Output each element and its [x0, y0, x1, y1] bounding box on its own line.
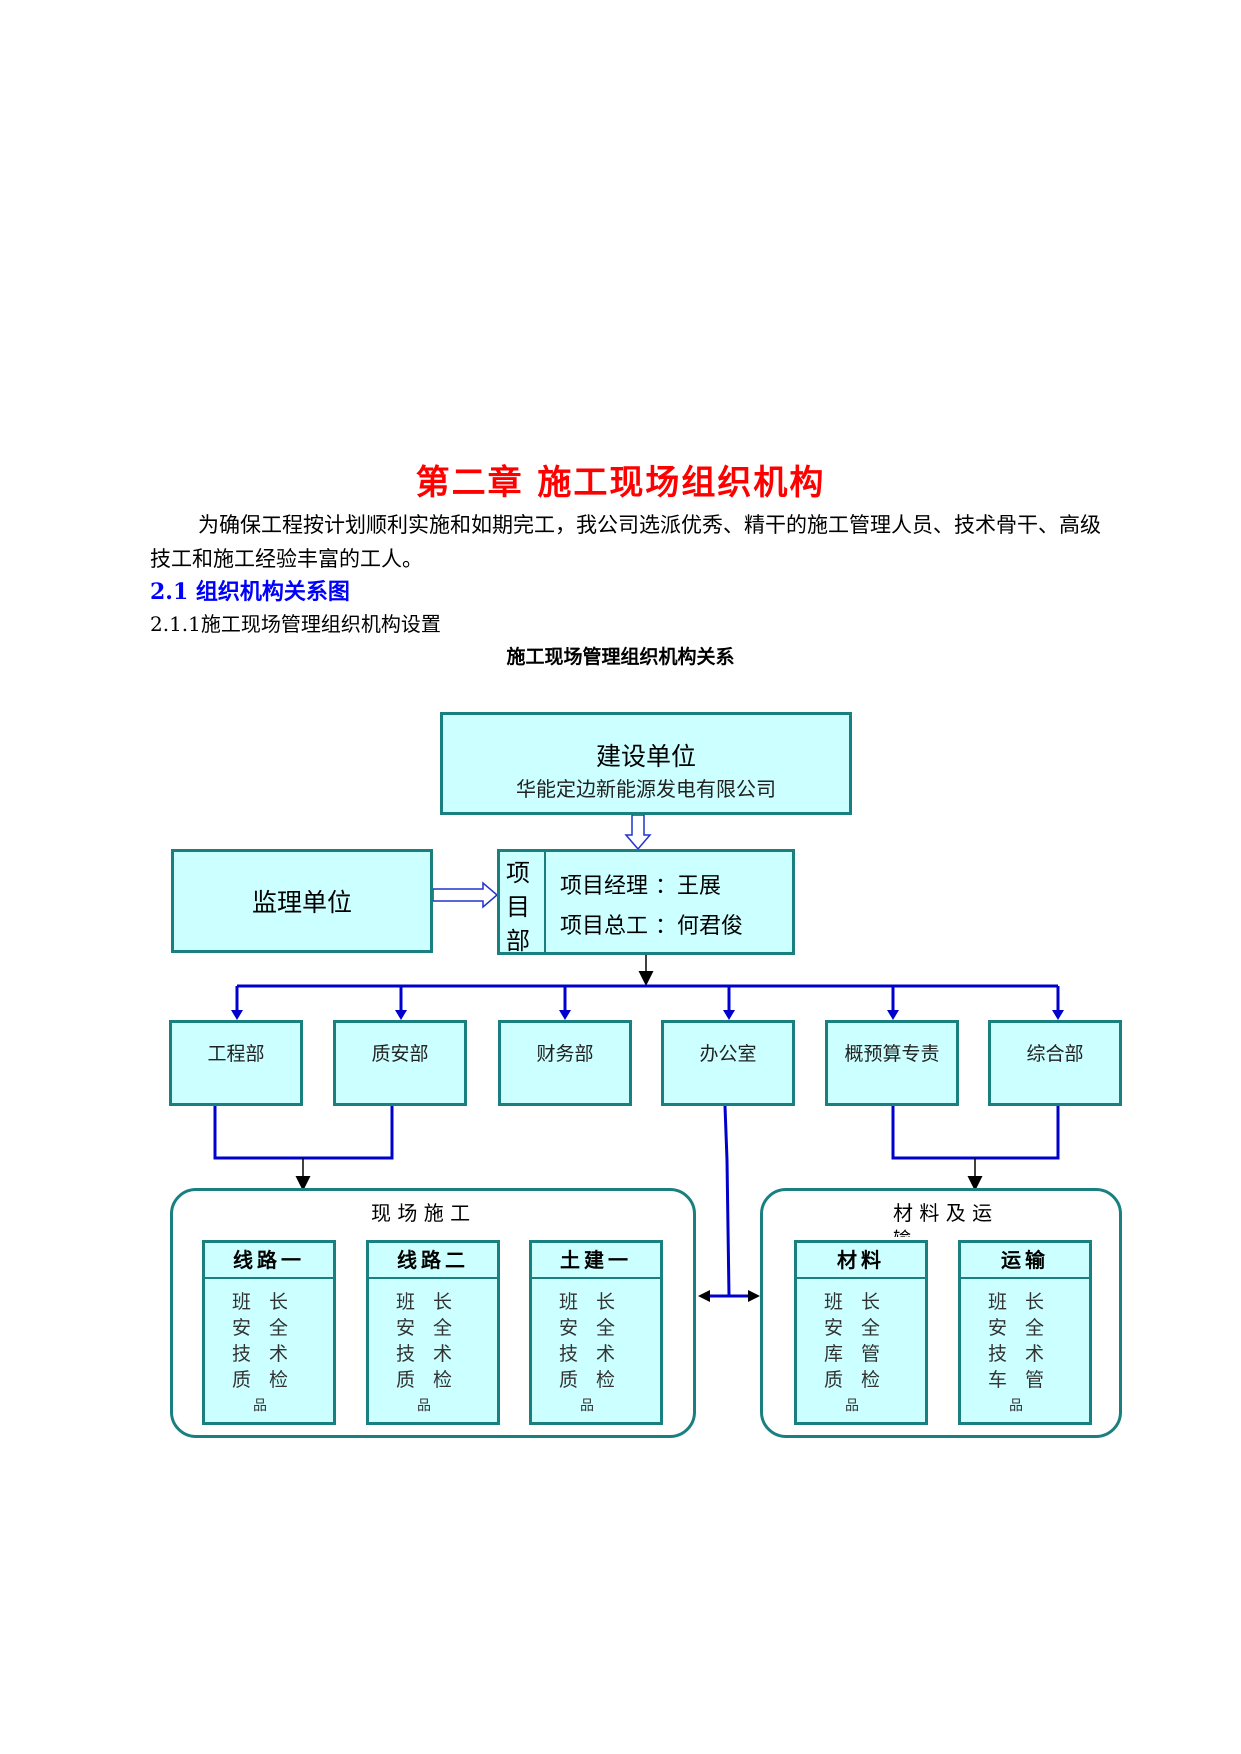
team-line-2: 线路二 班长 安全 技术 质检 品	[366, 1240, 500, 1425]
team-line-2-name: 线路二	[369, 1243, 497, 1279]
subsection-heading: 2.1.1施工现场管理组织机构设置	[150, 612, 441, 636]
team-materials-role: 安全	[823, 1317, 898, 1339]
dept-general: 综合部	[988, 1020, 1122, 1106]
dept-engineering: 工程部	[169, 1020, 303, 1106]
team-line-2-role: 品	[417, 1398, 449, 1414]
owner-company: 华能定边新能源发电有限公司	[516, 777, 776, 801]
team-civil-1-role: 品	[580, 1398, 612, 1414]
material-merge-line	[891, 1106, 1060, 1160]
project-chief-engineer: 项目总工 ：何君俊	[560, 914, 743, 939]
office-right-arrow	[748, 1290, 760, 1302]
project-dept-label: 项目部	[506, 859, 530, 955]
team-transport-role: 品	[1009, 1398, 1041, 1414]
team-materials-role: 库管	[823, 1343, 898, 1365]
office-left-arrow	[698, 1290, 710, 1302]
chapter-title: 第二章 施工现场组织机构	[415, 463, 826, 503]
dept-general-label: 综合部	[1026, 1043, 1084, 1065]
project-dept-divider	[544, 852, 546, 952]
team-materials-name: 材料	[797, 1243, 925, 1279]
team-civil-1-name: 土建一	[532, 1243, 660, 1279]
supervisor-label: 监理单位	[251, 888, 352, 917]
team-line-2-role: 质检	[395, 1369, 470, 1391]
dept-budget: 概预算专责	[825, 1020, 959, 1106]
team-line-1: 线路一 班长 安全 技术 质检 品	[202, 1240, 336, 1425]
dept-quality-safety: 质安部	[333, 1020, 467, 1106]
site-merge-line	[213, 1106, 394, 1160]
materials-transport-label-overflow: 输	[893, 1225, 911, 1237]
project-dept-box: 项目部 项目经理 ：王展 项目总工 ：何君俊	[497, 849, 795, 955]
team-transport-name: 运输	[961, 1243, 1089, 1279]
dept-finance-label: 财务部	[536, 1043, 594, 1065]
materials-transport-label: 材 料 及 运	[893, 1201, 993, 1225]
owner-label: 建设单位	[595, 742, 696, 771]
project-manager: 项目经理 ：王展	[560, 874, 721, 899]
team-line-1-role: 班长	[231, 1291, 306, 1313]
dept-quality-safety-label: 质安部	[371, 1043, 429, 1065]
dept-office-label: 办公室	[699, 1043, 757, 1065]
team-line-1-role: 安全	[231, 1317, 306, 1339]
team-transport-role: 车管	[987, 1369, 1062, 1391]
team-line-2-role: 班长	[395, 1291, 470, 1313]
team-civil-1-role: 班长	[558, 1291, 633, 1313]
section-heading: 2.1 组织机构关系图	[150, 579, 350, 605]
owner-box: 建设单位 华能定边新能源发电有限公司	[440, 712, 852, 815]
team-line-1-role: 技术	[231, 1343, 306, 1365]
team-line-1-role: 质检	[231, 1369, 306, 1391]
team-civil-1-role: 质检	[558, 1369, 633, 1391]
team-materials: 材料 班长 安全 库管 质检 品	[794, 1240, 928, 1425]
team-transport-role: 安全	[987, 1317, 1062, 1339]
site-construction-label: 现 场 施 工	[371, 1201, 471, 1225]
team-materials-role: 质检	[823, 1369, 898, 1391]
dept-arrowheads	[231, 1010, 1064, 1020]
team-transport-role: 技术	[987, 1343, 1062, 1365]
supervisor-box: 监理单位	[171, 849, 433, 953]
team-line-1-role: 品	[253, 1398, 285, 1414]
team-transport: 运输 班长 安全 技术 车管 品	[958, 1240, 1092, 1425]
intro-paragraph: 为确保工程按计划顺利实施和如期完工，我公司选派优秀、精干的施工管理人员、技术骨干…	[150, 513, 1101, 571]
team-line-2-role: 技术	[395, 1343, 470, 1365]
team-line-1-name: 线路一	[205, 1243, 333, 1279]
team-materials-role: 品	[845, 1398, 877, 1414]
dept-engineering-label: 工程部	[207, 1043, 265, 1065]
chart-title: 施工现场管理组织机构关系	[506, 646, 735, 668]
dept-office: 办公室	[661, 1020, 795, 1106]
dept-drops	[235, 986, 1060, 1010]
supervisor-to-project-arrow	[432, 881, 499, 909]
owner-to-project-arrow	[624, 814, 652, 851]
team-civil-1-role: 技术	[558, 1343, 633, 1365]
dept-budget-label: 概预算专责	[844, 1043, 940, 1065]
team-materials-role: 班长	[823, 1291, 898, 1313]
team-civil-1-role: 安全	[558, 1317, 633, 1339]
team-line-2-role: 安全	[395, 1317, 470, 1339]
office-line	[723, 1105, 731, 1297]
team-transport-role: 班长	[987, 1291, 1062, 1313]
dept-finance: 财务部	[498, 1020, 632, 1106]
team-civil-1: 土建一 班长 安全 技术 质检 品	[529, 1240, 663, 1425]
